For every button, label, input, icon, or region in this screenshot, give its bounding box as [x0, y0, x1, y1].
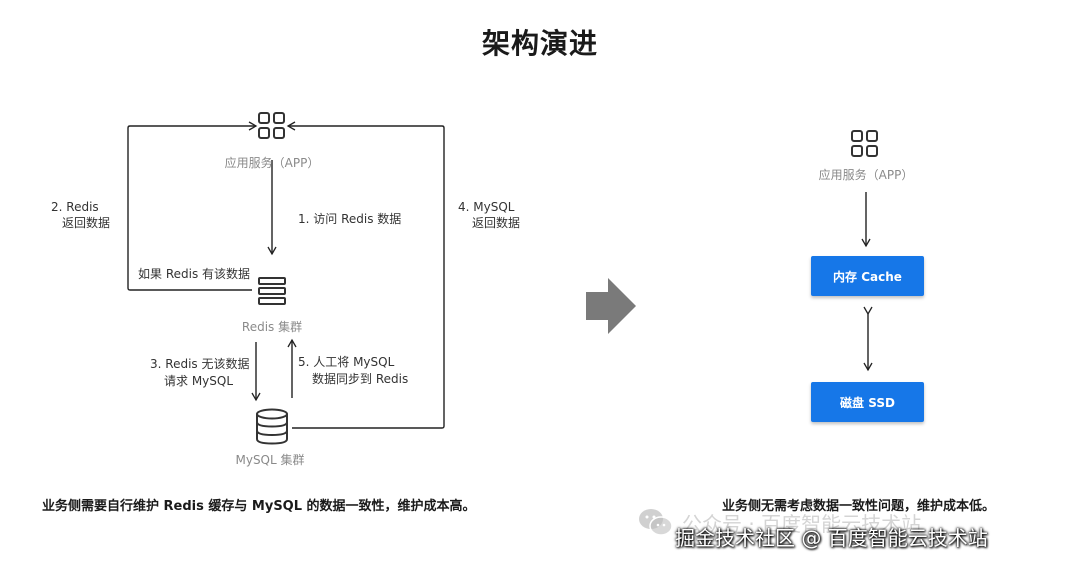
database-icon [256, 408, 288, 445]
wechat-icon [639, 509, 673, 536]
step3-label-line1: 3. Redis 无该数据 [150, 357, 250, 371]
server-stack-icon [258, 277, 286, 305]
if-redis-label: 如果 Redis 有该数据 [138, 267, 251, 281]
redis-cluster-label: Redis 集群 [241, 320, 303, 334]
disk-ssd-box: 磁盘 SSD [811, 382, 924, 422]
step2-label-line1: 2. Redis [51, 200, 99, 214]
left-caption: 业务侧需要自行维护 Redis 缓存与 MySQL 的数据一致性，维护成本高。 [42, 499, 476, 514]
memory-cache-box: 内存 Cache [811, 256, 924, 296]
arrow-redis-return [127, 121, 258, 291]
right-app-label: 应用服务（APP） [818, 168, 914, 182]
watermark-main: 掘金技术社区 @ 百度智能云技术站 [675, 526, 988, 550]
step5-label-line2: 数据同步到 Redis [312, 372, 409, 386]
step4-label-line2: 返回数据 [472, 216, 521, 230]
right-caption: 业务侧无需考虑数据一致性问题，维护成本低。 [722, 499, 996, 514]
step1-label: 1. 访问 Redis 数据 [298, 212, 402, 226]
step4-label-line1: 4. MySQL [458, 200, 515, 214]
watermark-faint: 公众号 · 百度智能云技术站 [682, 512, 922, 536]
step5-label-line1: 5. 人工将 MySQL [298, 355, 395, 369]
transition-arrow-icon [586, 278, 636, 334]
step3-label-line2: 请求 MySQL [164, 374, 234, 388]
step2-label-line2: 返回数据 [62, 216, 111, 230]
left-app-label: 应用服务（APP） [224, 156, 320, 170]
app-grid-icon [258, 112, 285, 139]
mysql-cluster-label: MySQL 集群 [235, 453, 305, 467]
app-grid-icon [851, 130, 878, 157]
page-title: 架构演进 [481, 27, 598, 60]
arrow-mysql-return [286, 121, 445, 429]
